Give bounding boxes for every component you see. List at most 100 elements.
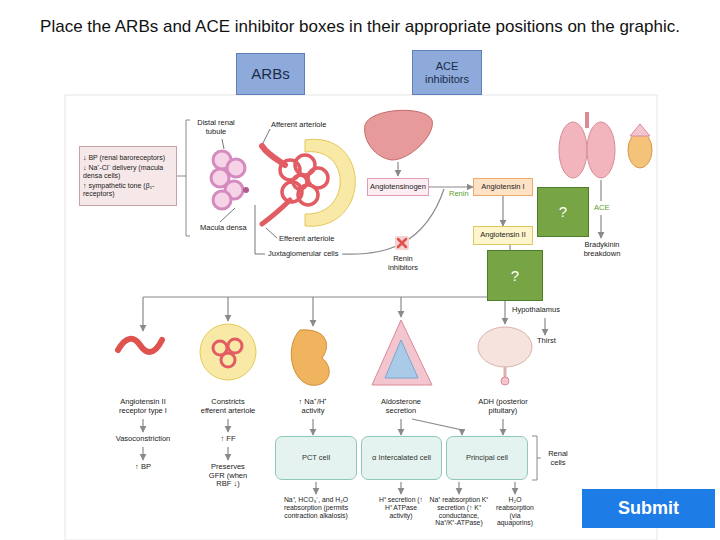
efferent-arteriole	[262, 200, 290, 224]
stimulus-box: ↓ BP (renal baroreceptors) ↓ Na⁺-Cl⁻ deli…	[79, 146, 177, 206]
node-text: Submit	[618, 498, 679, 519]
node-text: ?	[511, 267, 519, 284]
effect-label: Na⁺ reabsorption K⁺ secretion (↑ K⁺ cond…	[429, 496, 489, 527]
node-text: PCT cell	[302, 454, 330, 463]
effect-label: ADH (posterior pituitary)	[473, 398, 533, 415]
flow-arrow	[142, 447, 143, 460]
effect-label: ↑ FF	[208, 435, 248, 444]
tubule-coil	[213, 191, 231, 209]
trachea	[585, 112, 589, 128]
flow-arrow	[502, 419, 503, 435]
cell-box: PCT cell	[275, 436, 357, 480]
enzyme-label: Renin	[449, 190, 473, 199]
glomerulus-icon	[200, 324, 256, 380]
pituitary-icon	[501, 377, 509, 385]
kidney-icon	[628, 132, 652, 168]
flow-arrow	[397, 162, 398, 176]
node-text: ↑ sympathetic tone (β₁-receptors)	[83, 182, 173, 198]
node-text: ↓ BP (renal baroreceptors)	[83, 154, 165, 162]
flow-arrow	[142, 297, 143, 331]
flow-line	[600, 180, 601, 201]
macula-densa-cells	[243, 187, 249, 193]
drug-label: Renin inhibitors	[383, 255, 423, 272]
diagram-panel	[65, 95, 657, 540]
node-text: ↓ Na⁺-Cl⁻ delivery (macula densa cells)	[83, 164, 173, 180]
capillary-loop	[293, 175, 307, 189]
part-label: Macula densa	[200, 224, 250, 233]
part-label: Afferent arteriole	[271, 121, 341, 130]
adrenal-icon	[372, 320, 432, 385]
distal-tubule	[211, 151, 245, 209]
node-text: Angiotensin I	[481, 183, 524, 192]
effect-label: Thirst	[537, 337, 563, 346]
node-text: Principal cell	[466, 454, 508, 463]
adrenal-medulla	[385, 340, 418, 378]
lung-icon	[587, 122, 615, 178]
effect-label: Vasoconstriction	[108, 435, 178, 444]
renin-line	[342, 189, 444, 254]
flow-arrow	[315, 482, 316, 494]
branch-arrows	[143, 297, 545, 494]
lung-icon	[559, 122, 587, 178]
node-text: ?	[559, 203, 567, 220]
inhibitor-cross	[398, 239, 406, 247]
cell-box: α Intercalated cell	[361, 436, 442, 480]
page-title: Place the ARBs and ACE inhibitor boxes i…	[0, 17, 720, 37]
flow-arrow	[504, 301, 505, 324]
bracket	[177, 120, 190, 236]
flow-arrow	[600, 215, 601, 238]
drug-box: ARBs	[236, 53, 305, 95]
node-text: Angiotensin II	[480, 231, 525, 240]
brain-icon	[478, 327, 532, 367]
glomerulus	[280, 155, 328, 205]
part-label: Hypothalamus	[512, 306, 564, 315]
node-text: ARBs	[251, 65, 289, 82]
cell-box: Principal cell	[446, 436, 528, 480]
flow-arrow	[458, 482, 459, 494]
effect-label: Na⁺, HCO₃⁻, and H₂O reabsorption (permit…	[274, 496, 358, 519]
effect-label: Aldosterone secretion	[374, 398, 428, 415]
flow-arrow	[227, 297, 228, 321]
effect-label: H⁺ secretion (↑ H⁺ ATPase activity)	[377, 496, 425, 519]
substance-box: Angiotensinogen	[367, 178, 429, 196]
effect-label: Angiotensin II receptor type I	[113, 398, 173, 415]
pituitary-stalk	[504, 367, 507, 377]
drug-box: ACE inhibitors	[412, 50, 482, 95]
effect-label: Constricts efferent arteriole	[200, 398, 256, 415]
glomerulus-coils	[213, 339, 242, 367]
kidney-icon	[291, 330, 329, 385]
capillary-loop	[228, 339, 242, 353]
inhibitor-mark	[395, 236, 409, 250]
flow-arrow	[400, 297, 401, 317]
flow-arrow	[514, 482, 515, 494]
connector	[429, 186, 473, 187]
part-label: Efferent arteriole	[279, 235, 349, 244]
flow-arrow	[544, 318, 545, 335]
flow-arrow	[312, 297, 313, 326]
effect-label: H₂O reabsorption (via aquaporins)	[492, 496, 538, 527]
effect-label: ↑ BP	[123, 463, 163, 472]
flow-arrow	[400, 419, 401, 435]
drop-target: ?	[537, 187, 589, 237]
bowman-capsule	[305, 139, 355, 226]
group-label: Renal cells	[542, 450, 574, 467]
flow-arrow	[227, 419, 228, 432]
effect-label: Preserves GFR (when RBF ↓)	[204, 463, 252, 489]
capillary-loop	[221, 353, 235, 367]
flow-arrow	[227, 447, 228, 460]
effect-label: ↑ Na⁺/H⁺ activity	[291, 398, 335, 415]
node-text: Angiotensinogen	[370, 183, 426, 192]
part-label: Juxtaglomerular cells	[268, 250, 343, 259]
enzyme-label: ACE	[594, 204, 614, 213]
adrenal-icon	[630, 124, 650, 136]
leader-line	[220, 129, 277, 254]
branch-line	[143, 296, 487, 297]
connector	[502, 196, 503, 226]
node-text: α Intercalated cell	[372, 454, 431, 463]
substance-box: Angiotensin I	[473, 178, 533, 196]
drop-target: ?	[487, 250, 543, 301]
receptor-icon	[118, 339, 162, 352]
